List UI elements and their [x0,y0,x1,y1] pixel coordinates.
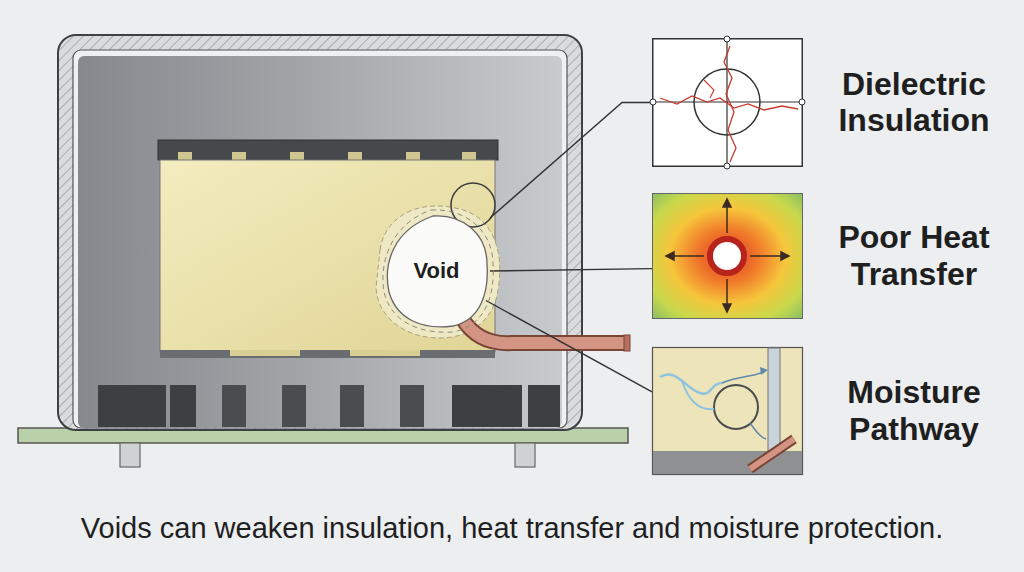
bottom-fins-part [340,385,364,427]
inset-box-graphic-part [660,96,798,110]
winding-core-part [350,350,420,356]
lead-wire-part [624,335,630,351]
inset-box-graphic-part [760,367,768,375]
winding-core [158,140,498,358]
inset-box-graphic-part [650,99,656,105]
inset-box-graphic-part [653,194,803,319]
caption: Voids can weaken insulation, heat transf… [12,512,1012,545]
inset-box-graphic-part [653,348,803,475]
leader-line [490,269,652,271]
bottom-fins-part [170,385,196,427]
bottom-fins-part [282,385,306,427]
inset-box-graphic-part-part [750,255,783,257]
leader-line [486,301,652,392]
winding-core-part [348,152,362,160]
winding-core-part [462,152,476,160]
winding-core-part [232,152,246,160]
winding-core-part [178,152,192,160]
bottom-fins-part [98,385,166,427]
inset-box-graphic [652,193,803,319]
inset-box-graphic-part [714,385,758,429]
lead-wire-part [462,318,628,343]
inset-box-graphic-part [768,348,780,451]
lead-wire-part [462,318,628,343]
inset-box: Dielectric Insulation [652,38,803,167]
inset-box-graphic-part [724,163,730,169]
void-shape: Void [383,212,490,330]
inset-box-graphic-part-part [726,205,728,233]
inset-box-graphic-part [750,439,794,469]
inset-box-graphic-part [750,423,766,439]
bottom-fins-part [400,385,424,427]
base-flange-part [120,443,140,467]
base-flange-part [515,443,535,467]
housing-wall [58,35,582,430]
inset-box-graphic-part [724,36,730,42]
inset-box-graphic-part [750,439,794,469]
lead-wire [462,318,630,351]
text-holder: Void [383,212,490,330]
leader-line [490,103,652,219]
inset-box-graphic-part [653,39,803,167]
winding-core-part [160,160,495,352]
inset-box-graphic-part [704,80,714,98]
inset-box-graphic-part [694,69,760,135]
inset-box-graphic-part [722,371,764,383]
inset-box-graphic-part-part [723,304,731,312]
inset-box: Poor Heat Transfer [652,193,803,319]
inset-box-graphic-part-part [672,255,704,257]
winding-core-part [290,152,304,160]
bottom-fins-part [452,385,522,427]
base-flange [18,428,628,467]
inset-box-graphic-part [682,381,714,409]
inset-box-graphic-part-part [726,279,728,306]
housing-wall-part [78,56,562,428]
inset-box-graphic-part [724,46,736,162]
void-shape-graphic-part [387,216,487,327]
inset-heading: Poor Heat Transfer [829,219,999,293]
winding-core-part [158,140,498,160]
bottom-fins [98,385,560,427]
housing-wall-part [73,50,567,428]
winding-core-part [230,350,300,356]
winding-core-part [406,152,420,160]
inset-box-graphic-part-part [723,199,731,207]
inset-box-graphic-part [660,374,722,393]
inset-box-graphic-part-part [666,252,674,260]
inset-box-graphic [652,347,803,475]
bottom-fins-part [222,385,246,427]
inset-box-graphic [652,38,803,167]
inset-box-graphic-part [652,101,803,102]
inset-box-graphic-part [710,239,744,273]
winding-core-part [160,350,495,358]
inset-heading: Dielectric Insulation [829,66,999,140]
inset-box-graphic-part [799,99,805,105]
void-shape-graphic-part [383,210,493,332]
inset-heading: Moisture Pathway [829,374,999,448]
void-label: Void [413,258,459,284]
bottom-fins-part [528,385,560,427]
inset-box-graphic-part-part [781,252,789,260]
inset-box-graphic-part [666,199,789,312]
inset-box: Moisture Pathway [652,347,803,475]
housing-wall-part [58,35,582,430]
